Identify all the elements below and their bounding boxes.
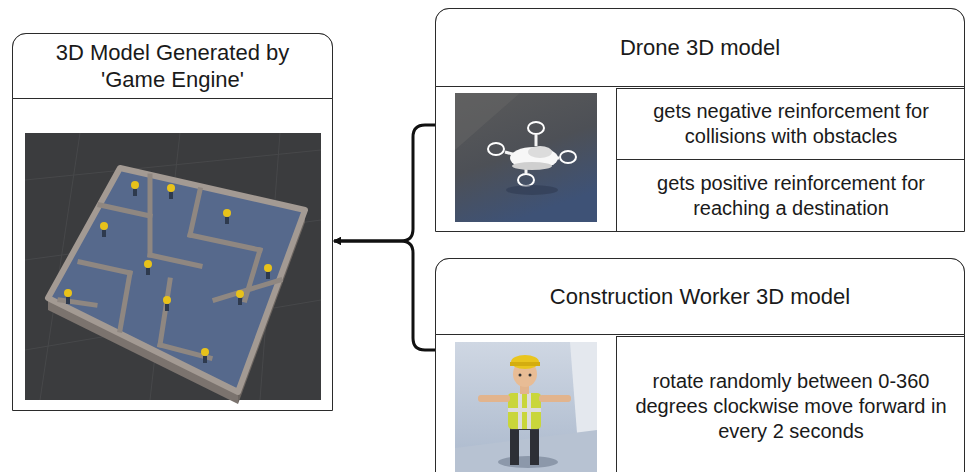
cell-body: gets positive reinforcement for reaching…	[617, 160, 965, 232]
maze-scene	[25, 133, 321, 404]
drone-picture	[455, 93, 597, 222]
cell-body: gets negative reinforcement for collisio…	[617, 89, 965, 159]
behavior-text: rotate randomly between 0-360 degrees cl…	[625, 369, 957, 444]
cell-body: rotate randomly between 0-360 degrees cl…	[617, 337, 965, 472]
panel-header: Drone 3D model	[435, 8, 965, 87]
panel-header: 3D Model Generated by 'Game Engine'	[12, 33, 333, 99]
bracket-arrow	[334, 125, 435, 241]
model-panel: Drone 3D model gets negative reinforcemen…	[435, 8, 965, 232]
behavior-text: gets positive reinforcement for reaching…	[625, 171, 957, 221]
behavior-cell: gets positive reinforcement for reaching…	[616, 159, 965, 232]
behavior-text: gets negative reinforcement for collisio…	[625, 99, 957, 149]
bracket-arrow	[334, 241, 435, 350]
worker-picture	[455, 342, 597, 472]
behavior-cell: gets negative reinforcement for collisio…	[616, 88, 965, 159]
panel-title: 3D Model Generated by 'Game Engine'	[23, 39, 322, 94]
behavior-cell: rotate randomly between 0-360 degrees cl…	[616, 336, 965, 472]
panel-title: Construction Worker 3D model	[550, 283, 850, 311]
scene-panel: 3D Model Generated by 'Game Engine'	[12, 33, 333, 411]
model-panel: Construction Worker 3D model rotate rando…	[435, 258, 965, 472]
panel-title: Drone 3D model	[620, 34, 780, 62]
panel-header: Construction Worker 3D model	[435, 258, 965, 335]
